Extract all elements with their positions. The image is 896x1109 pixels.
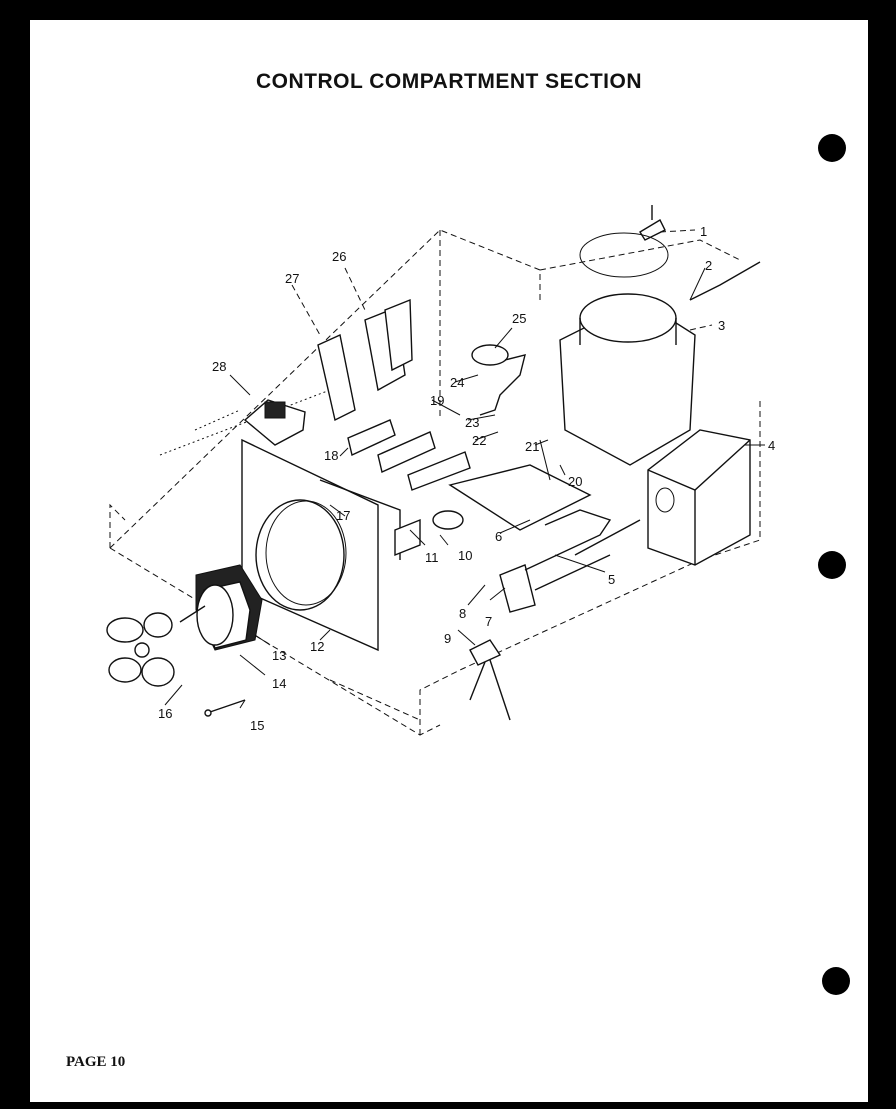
callout-25: 25 (512, 311, 526, 326)
callout-11: 11 (425, 550, 439, 565)
callout-6: 6 (495, 529, 502, 544)
bracket-assembly (499, 509, 641, 613)
callout-26: 26 (332, 249, 346, 264)
callout-1: 1 (700, 224, 707, 239)
terminal-blocks (347, 419, 471, 491)
blower-duct (559, 205, 761, 466)
callout-20: 20 (568, 474, 582, 489)
callout-16: 16 (158, 706, 172, 721)
callout-13: 13 (272, 648, 286, 663)
binder-hole-middle (818, 551, 846, 579)
binder-hole-top (818, 134, 846, 162)
callout-15: 15 (250, 718, 264, 733)
callout-2: 2 (705, 258, 712, 273)
callout-21: 21 (525, 439, 539, 454)
callout-8: 8 (459, 606, 466, 621)
sensor-probe (469, 639, 511, 721)
callout-10: 10 (458, 548, 472, 563)
callout-5: 5 (608, 572, 615, 587)
callout-18: 18 (324, 448, 338, 463)
fan-blade (106, 612, 175, 687)
relay-blocks (317, 298, 413, 422)
side-panel-box (647, 429, 751, 566)
callout-28: 28 (212, 359, 226, 374)
transformer (243, 399, 306, 446)
binder-hole-bottom (822, 967, 850, 995)
callout-4: 4 (768, 438, 775, 453)
callout-23: 23 (465, 415, 479, 430)
fan-shroud (241, 438, 421, 652)
mounting-plate (448, 439, 592, 531)
callout-3: 3 (718, 318, 725, 333)
callout-27: 27 (285, 271, 299, 286)
callout-labels: 1 2 3 4 5 6 7 8 9 10 11 12 13 14 15 16 1… (158, 224, 775, 733)
page-title: CONTROL COMPARTMENT SECTION (255, 70, 643, 93)
manual-page: CONTROL COMPARTMENT SECTION PAGE 10 (30, 20, 868, 1102)
callout-12: 12 (310, 639, 324, 654)
callout-14: 14 (272, 676, 286, 691)
screw (204, 699, 246, 717)
callout-17: 17 (336, 508, 350, 523)
callout-9: 9 (444, 631, 451, 646)
callout-7: 7 (485, 614, 492, 629)
switch (432, 510, 464, 530)
leader-lines (164, 229, 765, 709)
callout-24: 24 (450, 375, 464, 390)
fan-motor (179, 564, 263, 651)
thermostat (471, 344, 526, 416)
callout-19: 19 (430, 393, 444, 408)
page-number: PAGE 10 (66, 1054, 126, 1070)
callout-22: 22 (472, 433, 486, 448)
